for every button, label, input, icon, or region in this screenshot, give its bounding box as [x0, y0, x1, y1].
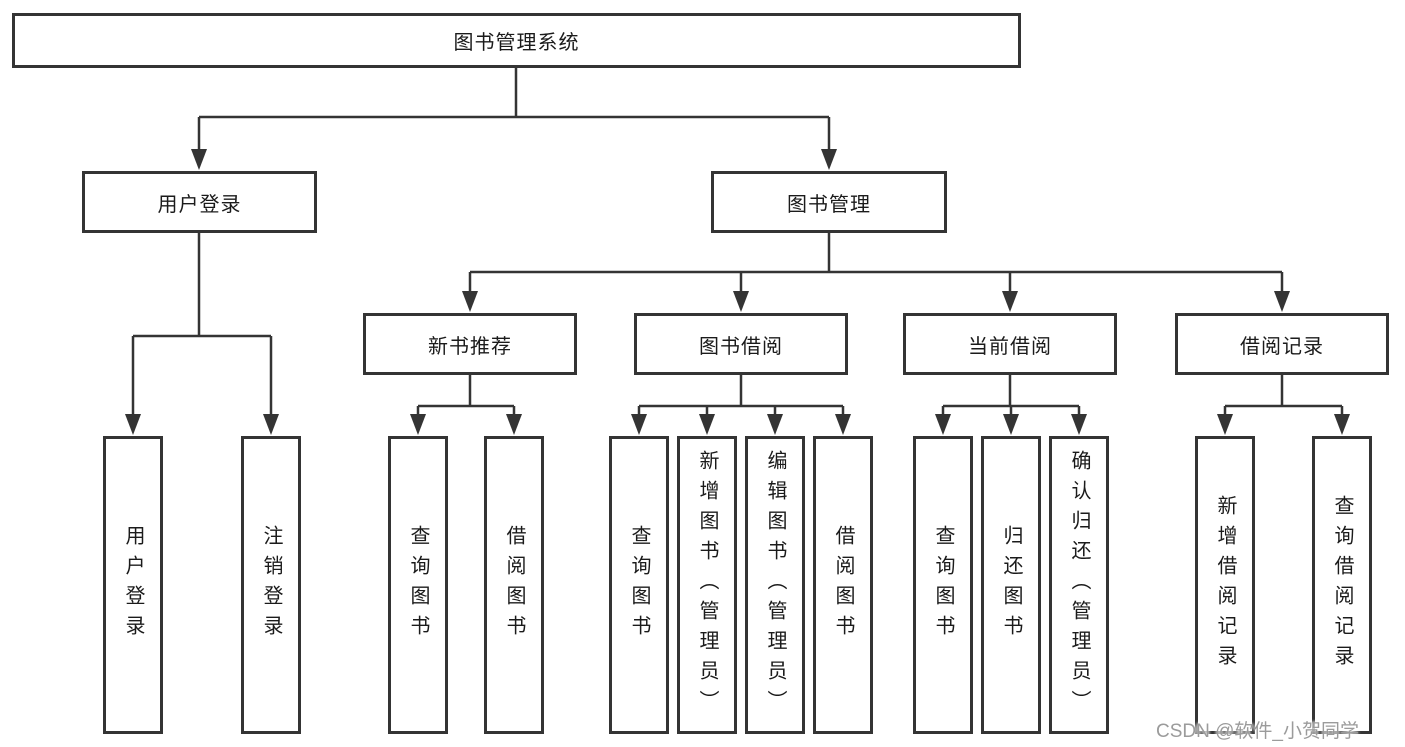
node-library-system: 图书管理系统	[12, 13, 1021, 68]
csdn-watermark: CSDN @软件_小贺同学	[1156, 721, 1359, 742]
node-label: 借阅图书	[832, 525, 854, 645]
node-label: 新书推荐	[428, 335, 512, 358]
node-label: 新增图书（管理员）	[696, 450, 718, 720]
node-label: 查询图书	[407, 525, 429, 645]
arrowheads	[125, 149, 1350, 435]
leaf-user-login: 用户登录	[103, 436, 163, 734]
node-label: 借阅图书	[503, 525, 525, 645]
leaf-logout: 注销登录	[241, 436, 301, 734]
node-label: 借阅记录	[1240, 335, 1324, 358]
leaf-records-add-record: 新增借阅记录	[1195, 436, 1255, 734]
node-label: 当前借阅	[968, 335, 1052, 358]
node-label: 查询图书	[932, 525, 954, 645]
leaf-current-return-books: 归还图书	[981, 436, 1041, 734]
leaf-current-confirm-return-admin: 确认归还（管理员）	[1049, 436, 1109, 734]
leaf-borrow-add-books-admin: 新增图书（管理员）	[677, 436, 737, 734]
node-label: 用户登录	[122, 525, 144, 645]
leaf-records-query-record: 查询借阅记录	[1312, 436, 1372, 734]
node-book-borrow: 图书借阅	[634, 313, 848, 375]
node-label: 编辑图书（管理员）	[764, 450, 786, 720]
leaf-borrow-query-books: 查询图书	[609, 436, 669, 734]
leaf-borrow-edit-books-admin: 编辑图书（管理员）	[745, 436, 805, 734]
node-book-management: 图书管理	[711, 171, 947, 233]
node-borrow-records: 借阅记录	[1175, 313, 1389, 375]
node-current-borrow: 当前借阅	[903, 313, 1117, 375]
node-label: 查询借阅记录	[1331, 495, 1353, 675]
node-new-book-recommend: 新书推荐	[363, 313, 577, 375]
leaf-recommend-borrow-books: 借阅图书	[484, 436, 544, 734]
node-label: 确认归还（管理员）	[1068, 450, 1090, 720]
node-label: 图书借阅	[699, 335, 783, 358]
leaf-recommend-query-books: 查询图书	[388, 436, 448, 734]
leaf-current-query-books: 查询图书	[913, 436, 973, 734]
node-label: 用户登录	[157, 193, 242, 216]
node-label: 图书管理	[787, 193, 871, 216]
node-label: 归还图书	[1000, 525, 1022, 645]
node-user-login: 用户登录	[82, 171, 317, 233]
node-label: 注销登录	[260, 525, 282, 645]
leaf-borrow-borrow-books: 借阅图书	[813, 436, 873, 734]
node-label: 图书管理系统	[453, 32, 580, 54]
node-label: 查询图书	[628, 525, 650, 645]
node-label: 新增借阅记录	[1214, 495, 1236, 675]
